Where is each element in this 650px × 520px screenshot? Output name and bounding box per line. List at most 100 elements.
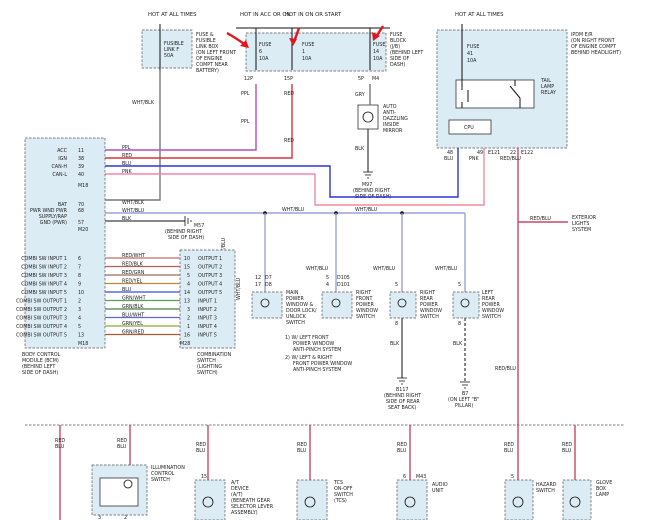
combi-pin-number: 15 [184,265,190,271]
bcm-combi-pin-label: COMBI SW INPUT 4 [21,282,67,288]
svg-text:WHT/BLU: WHT/BLU [435,266,458,272]
svg-text:RED: RED [196,442,206,448]
ipdm-label: IPDM E/R (ON RIGHT FRONT OF ENGINE COMPT… [571,32,621,56]
combi-pin-label: INPUT 2 [198,307,217,313]
bcm-combi-pin-number: 6 [78,256,81,262]
svg-text:10A: 10A [302,56,312,62]
svg-text:D7: D7 [265,275,272,281]
b117-ground-label: B117 (BEHIND RIGHT SIDE OF REAR SEAT BAC… [384,387,421,411]
svg-text:MAIN: MAIN [286,290,299,296]
svg-text:10A: 10A [259,56,269,62]
svg-text:D101: D101 [337,282,350,288]
bcm-combi-pin-label: COMBI SW INPUT 5 [21,290,67,296]
svg-text:WHT/BLU: WHT/BLU [306,266,329,272]
red-arrow-2 [289,27,301,46]
svg-text:8: 8 [458,321,461,327]
mirror-box [357,104,379,130]
svg-text:5: 5 [458,282,461,288]
hazard-switch-label: HAZARD SWITCH [536,482,557,494]
svg-text:AUTO: AUTO [383,104,397,110]
bcm-combi-pin-label: COMBI SW OUTPUT 1 [16,299,67,305]
main-window-switch [251,291,283,319]
svg-text:WINDOW: WINDOW [482,308,504,314]
cpu-label: CPU [464,125,474,131]
svg-text:SWITCH): SWITCH) [197,370,218,376]
svg-text:1) W/ LEFT FRONT: 1) W/ LEFT FRONT [285,335,329,341]
combi-m28: M28 [180,341,190,347]
svg-text:RIGHT: RIGHT [356,290,371,296]
combi-pin-label: OUTPUT 3 [198,273,222,279]
audio-unit-label: AUDIO UNIT [432,482,448,494]
combi-pin-label: INPUT 1 [198,299,217,305]
svg-text:WINDOW: WINDOW [356,308,378,314]
fuse-block-label: FUSE BLOCK (J/B) (BEHIND LEFT SIDE OF DA… [390,32,423,68]
svg-text:IPDM E/R: IPDM E/R [571,32,593,38]
svg-text:(LIGHTING: (LIGHTING [197,364,222,370]
svg-text:DEVICE: DEVICE [231,486,249,492]
tail-lamp-relay [455,79,535,109]
bcm-pin-number: 39 [78,164,84,170]
svg-text:BLU: BLU [122,161,132,167]
hot-label-right: HOT AT ALL TIMES [455,12,504,18]
red-arrow-1 [226,31,249,48]
svg-text:RED: RED [297,442,307,448]
glove-box-lamp-label: GLOVE BOX LAMP [596,480,612,498]
svg-text:BLU: BLU [196,448,206,454]
combi-wire-label: GRN/WHT [122,296,146,302]
wire-blu-canh [105,148,459,198]
combi-switch-title: COMBINATION SWITCH (LIGHTING SWITCH) [197,352,232,376]
svg-text:RED/BLU: RED/BLU [500,156,521,162]
bcm-m18: M18 [78,183,88,189]
combi-wire-label: RED/GRN [122,270,145,276]
bcm-pin-label: IGN [58,156,67,162]
svg-text:BATTERY): BATTERY) [196,68,219,74]
svg-text:ILLUMINATION: ILLUMINATION [151,465,185,471]
svg-text:6: 6 [259,49,262,55]
combi-wires: RED/WHTRED/BLKRED/GRNRED/YELBLUGRN/WHTGR… [105,253,180,336]
bcm-combi-pin-number: 7 [78,265,81,271]
svg-text:BLK: BLK [122,216,132,222]
svg-text:POWER WINDOW: POWER WINDOW [293,341,335,347]
svg-text:B7: B7 [462,391,468,397]
svg-text:MIRROR: MIRROR [383,128,403,134]
svg-text:41: 41 [467,51,473,57]
svg-text:15: 15 [201,474,207,480]
tcs-switch [296,479,328,520]
svg-text:LIGHTS: LIGHTS [572,221,589,227]
combi-pin-number: 14 [184,290,190,296]
ipdm-pin-49: 49 [477,150,483,156]
svg-text:(TCS): (TCS) [334,498,347,504]
wire-red [105,84,293,159]
svg-text:17: 17 [255,282,261,288]
svg-text:(ON LEFT "B": (ON LEFT "B" [448,397,479,403]
svg-text:PPL: PPL [122,145,131,151]
svg-text:UNIT: UNIT [432,488,444,494]
combi-wire-label: GRN/YEL [122,321,143,327]
svg-text:SWITCH: SWITCH [286,320,305,326]
fuse-41: FUSE 41 10A [467,44,479,64]
svg-text:RED: RED [55,438,65,444]
combi-pin-label: INPUT 4 [198,324,217,330]
fusible-link-label-3: 50A [164,53,174,59]
svg-text:POWER: POWER [286,296,304,302]
bcm-combi-pin-number: 5 [78,324,81,330]
fusible-link-label-2: LINK F [164,47,179,53]
rf-window-switch-label: RIGHT FRONT POWER WINDOW SWITCH [356,290,378,320]
svg-text:RED/BLU: RED/BLU [530,216,551,222]
svg-text:WHT/BLK: WHT/BLK [122,200,145,206]
svg-text:AUDIO: AUDIO [432,482,448,488]
svg-text:BLU: BLU [117,444,127,450]
svg-text:FUSE &: FUSE & [196,32,214,38]
combi-pin-label: OUTPUT 2 [198,265,222,271]
b7-ground-label: B7 (ON LEFT "B" PILLAR) [448,391,479,409]
svg-text:B117: B117 [396,387,408,393]
svg-text:SWITCH: SWITCH [482,314,501,320]
combi-wire-label: RED/WHT [122,253,145,259]
m57-ground-label: M57 (BEHIND RIGHT SIDE OF DASH) [165,223,204,241]
svg-text:RIGHT: RIGHT [420,290,435,296]
svg-text:FUSE: FUSE [390,32,402,38]
svg-text:WHT/BLU: WHT/BLU [355,207,378,213]
ipdm-pin-e122: E122 [521,150,533,156]
svg-text:SWITCH: SWITCH [334,492,353,498]
combi-wire-label: GRN/RED [122,330,145,336]
